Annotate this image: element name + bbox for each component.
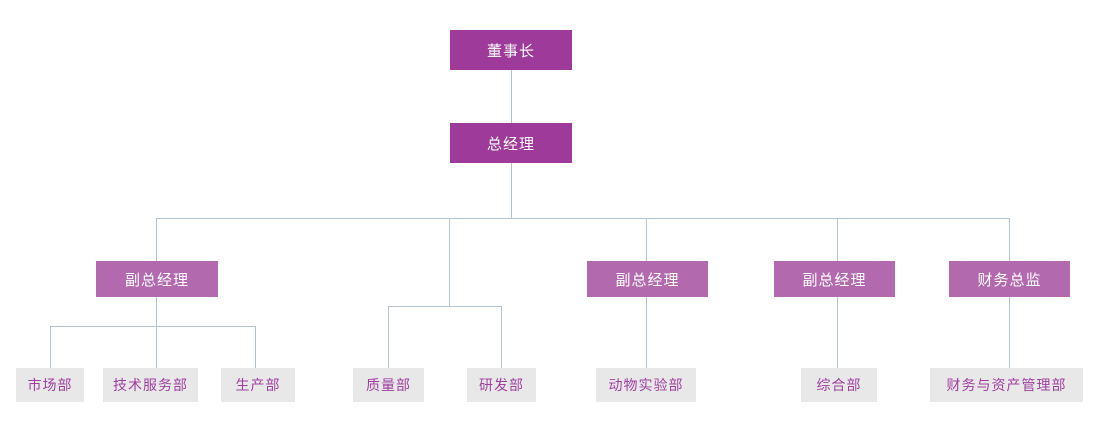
- node-finance-director-label: 财务总监: [977, 271, 1042, 289]
- node-general-manager-label: 总经理: [486, 135, 535, 153]
- connector-to-quality: [388, 306, 389, 368]
- connector-to-tech-service: [156, 326, 157, 368]
- node-tech-service-dept: 技术服务部: [103, 368, 198, 402]
- node-production-dept: 生产部: [221, 368, 295, 402]
- connector-trunk: [156, 218, 1010, 219]
- connector-branch-finance-director: [1009, 218, 1010, 261]
- node-general-affairs-dept: 综合部: [801, 368, 877, 402]
- node-animal-lab-dept-label: 动物实验部: [608, 377, 684, 393]
- connector-to-rnd: [501, 306, 502, 368]
- node-deputy-gm-2: 副总经理: [587, 261, 708, 297]
- node-animal-lab-dept: 动物实验部: [596, 368, 696, 402]
- node-deputy-gm-1-label: 副总经理: [124, 271, 189, 289]
- node-marketing-dept: 市场部: [16, 368, 84, 402]
- connector-branch-deputy-gm-1: [156, 218, 157, 261]
- node-rnd-dept: 研发部: [467, 368, 536, 402]
- node-chairman: 董事长: [450, 30, 572, 70]
- connector-to-production: [255, 326, 256, 368]
- node-finance-asset-dept: 财务与资产管理部: [930, 368, 1083, 402]
- connector-branch-quality-rnd: [449, 218, 450, 306]
- connector-quality-rnd-spread: [388, 306, 502, 307]
- connector-to-animal-lab: [646, 297, 647, 368]
- node-deputy-gm-3: 副总经理: [774, 261, 895, 297]
- node-chairman-label: 董事长: [486, 42, 535, 60]
- node-deputy-gm-3-label: 副总经理: [802, 271, 867, 289]
- node-tech-service-dept-label: 技术服务部: [113, 377, 188, 393]
- node-production-dept-label: 生产部: [235, 377, 281, 393]
- node-general-affairs-dept-label: 综合部: [816, 377, 862, 393]
- node-deputy-gm-2-label: 副总经理: [615, 271, 680, 289]
- node-marketing-dept-label: 市场部: [27, 377, 73, 393]
- node-general-manager: 总经理: [450, 123, 572, 163]
- connector-to-finance-asset: [1009, 297, 1010, 368]
- connector-branch-deputy-gm-3: [837, 218, 838, 261]
- connector-deputy-gm-1-spread: [50, 326, 256, 327]
- connector-gm-trunk: [511, 163, 512, 218]
- connector-to-marketing: [50, 326, 51, 368]
- node-quality-dept-label: 质量部: [366, 377, 411, 393]
- node-rnd-dept-label: 研发部: [479, 377, 524, 393]
- connector-branch-deputy-gm-2: [646, 218, 647, 261]
- node-finance-asset-dept-label: 财务与资产管理部: [946, 377, 1067, 393]
- connector-deputy-gm-1-drop: [156, 297, 157, 326]
- connector-to-general-affairs: [837, 297, 838, 368]
- connector-chairman-gm: [511, 70, 512, 123]
- node-deputy-gm-1: 副总经理: [96, 261, 218, 297]
- node-quality-dept: 质量部: [353, 368, 424, 402]
- node-finance-director: 财务总监: [949, 261, 1070, 297]
